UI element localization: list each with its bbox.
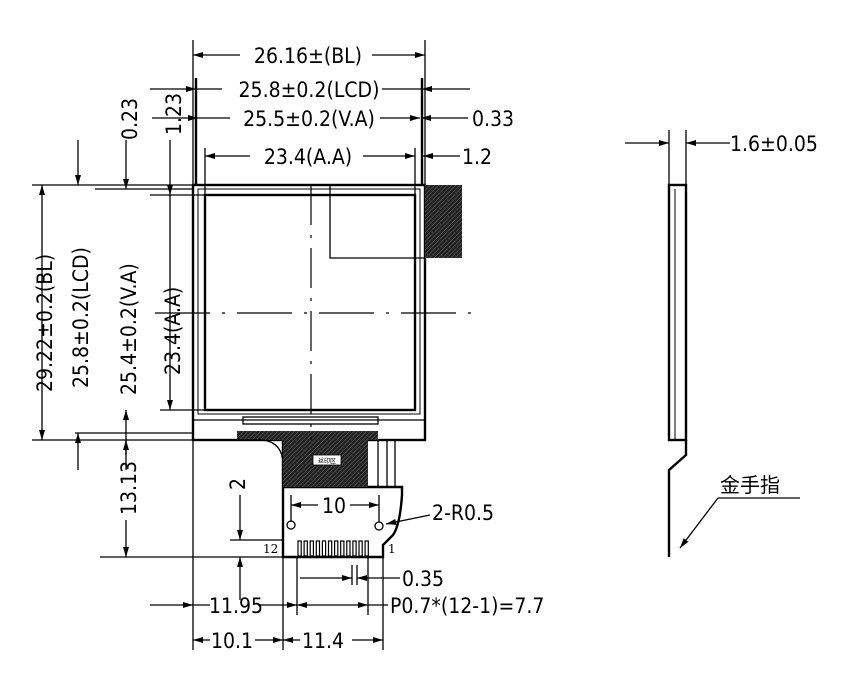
dim-lcd-width: 25.8±0.2(LCD): [239, 78, 380, 102]
dim-va-width: 25.5±0.2(V.A): [243, 107, 375, 131]
dim-lcd-height: 25.8±0.2(LCD): [69, 247, 93, 388]
gold-finger-pin: [297, 540, 302, 557]
dim-pitch: P0.7*(12-1)=7.7: [390, 594, 544, 618]
gold-finger-pin: [327, 540, 333, 557]
left-dimensions: 29.22±0.2(BL) 25.8±0.2(LCD) 25.4±0.2(V.A…: [32, 140, 283, 558]
gold-finger-pin: [358, 540, 363, 557]
dim-aa-height: 23.4(A.A): [161, 287, 185, 375]
dim-corner-radius: 2-R0.5: [432, 501, 494, 525]
pin-12-label: 12: [263, 542, 278, 556]
top-dimensions: 26.16±(BL) 25.8±0.2(LCD) 25.5±0.2(V.A) 0…: [118, 40, 514, 195]
dim-offset-1195: 11.95: [209, 594, 263, 618]
pin-1-label: 1: [388, 542, 396, 556]
fpc: 丝印区 12 1: [237, 439, 404, 559]
gold-finger-pin: [346, 540, 351, 557]
fpc-hole-right: [374, 521, 384, 531]
gold-finger-pin: [340, 540, 345, 557]
gold-finger-pin: [334, 540, 339, 557]
dim-offset-033: 0.33: [472, 107, 514, 131]
fpc-dimensions: 10 2-R0.5 2 0.35 11.95 P0.7*(12-1)=7.7 1…: [150, 440, 544, 653]
dim-offset-023: 0.23: [118, 98, 142, 140]
dim-thickness: 1.6±0.05: [730, 132, 818, 156]
dim-bl-height: 29.22±0.2(BL): [33, 254, 57, 392]
dim-offset-101: 10.1: [211, 629, 253, 653]
dim-offset-12: 1.2: [462, 145, 492, 169]
dim-offset-114: 11.4: [302, 629, 344, 653]
dim-va-height: 25.4±0.2(V.A): [117, 263, 141, 395]
gold-finger-label: 金手指: [720, 473, 780, 497]
dim-aa-width: 23.4(A.A): [264, 145, 352, 169]
dim-offset-123: 1.23: [162, 93, 186, 135]
side-view: 1.6±0.05 金手指: [625, 130, 818, 557]
gold-finger-pin: [321, 540, 327, 557]
gold-finger-pin: [364, 540, 369, 557]
dim-pin-width: 0.35: [402, 567, 444, 591]
dim-fpc-length: 13.13: [117, 461, 141, 515]
dim-bl-width: 26.16±(BL): [254, 44, 362, 68]
gold-finger-pin: [315, 540, 321, 557]
backlight-tab: [425, 185, 462, 258]
fpc-silkscreen-label: 丝印区: [318, 457, 336, 465]
gold-finger-pin: [309, 540, 315, 557]
dim-pin-span: 10: [322, 494, 346, 518]
centerlines: [155, 185, 480, 470]
gold-finger-pin: [352, 540, 357, 557]
gold-finger-pin: [303, 540, 308, 557]
gold-finger-pins: [297, 540, 369, 557]
dim-height-2: 2: [226, 478, 250, 490]
fpc-hole-left: [286, 520, 296, 530]
